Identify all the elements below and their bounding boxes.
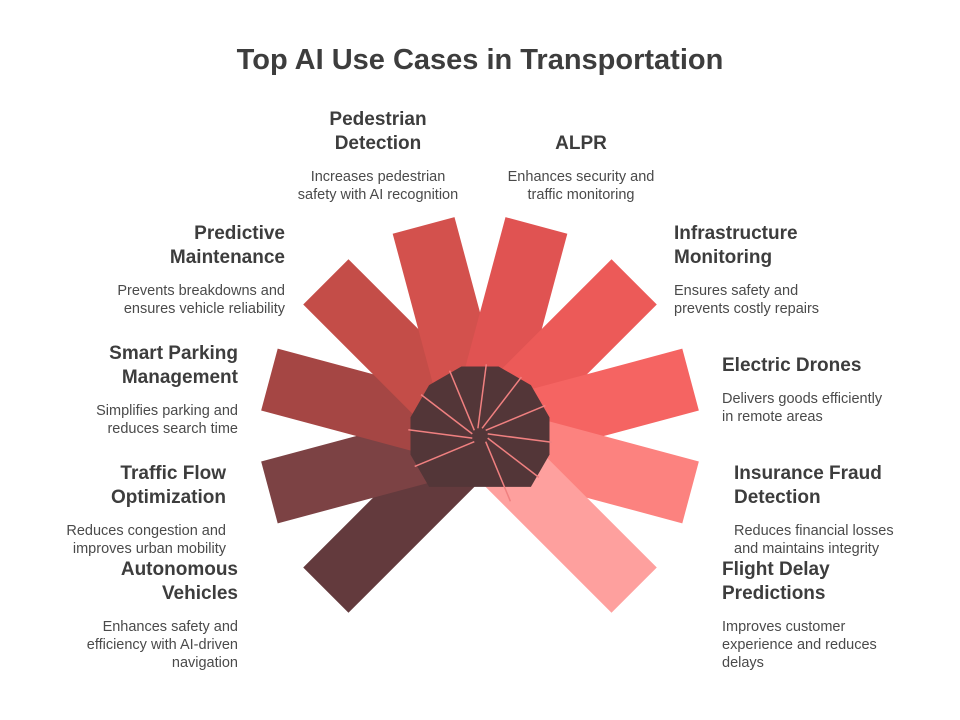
- page-title: Top AI Use Cases in Transportation: [236, 44, 724, 76]
- core-divider-line: [477, 364, 488, 429]
- use-case-title: Insurance Fraud Detection: [734, 463, 882, 508]
- core-divider-line: [414, 441, 475, 468]
- use-case-smart-parking-management: Smart Parking Management Simplifies park…: [96, 342, 238, 438]
- use-case-flight-delay-predictions: Flight Delay Predictions Improves custom…: [722, 558, 877, 672]
- use-case-description: Enhances security and traffic monitoring: [507, 169, 655, 203]
- core-divider-line: [408, 428, 473, 439]
- core-divider-line: [487, 437, 540, 478]
- use-case-electric-drones: Electric Drones Delivers goods efficient…: [722, 354, 882, 426]
- fan-blade-alpr: [458, 217, 568, 408]
- use-case-title: Electric Drones: [722, 355, 862, 376]
- use-case-title: Smart Parking Management: [109, 343, 238, 388]
- use-case-insurance-fraud-detection: Insurance Fraud Detection Reduces financ…: [734, 462, 894, 558]
- use-case-description: Enhances safety and efficiency with AI-d…: [86, 619, 238, 671]
- use-case-description: Prevents breakdowns and ensures vehicle …: [117, 283, 285, 317]
- core-divider-line: [448, 370, 475, 431]
- use-case-title: Pedestrian Detection: [329, 109, 427, 154]
- use-case-description: Reduces financial losses and maintains i…: [734, 523, 894, 557]
- use-case-title: Infrastructure Monitoring: [674, 223, 798, 268]
- core-divider-line: [481, 376, 522, 429]
- use-case-traffic-flow-optimization: Traffic Flow Optimization Reduces conges…: [66, 462, 226, 558]
- use-case-title: Flight Delay Predictions: [722, 559, 830, 604]
- use-case-infrastructure-monitoring: Infrastructure Monitoring Ensures safety…: [674, 222, 819, 318]
- use-case-description: Reduces congestion and improves urban mo…: [66, 523, 226, 557]
- use-case-description: Delivers goods efficiently in remote are…: [722, 391, 883, 425]
- use-case-title: Predictive Maintenance: [169, 223, 285, 268]
- use-case-description: Increases pedestrian safety with AI reco…: [297, 169, 459, 203]
- use-case-alpr: ALPR Enhances security and traffic monit…: [481, 132, 681, 204]
- core-divider-line: [485, 441, 512, 502]
- use-case-predictive-maintenance: Predictive Maintenance Prevents breakdow…: [117, 222, 285, 318]
- use-case-description: Ensures safety and prevents costly repai…: [674, 283, 820, 317]
- use-case-pedestrian-detection: Pedestrian Detection Increases pedestria…: [278, 108, 478, 204]
- use-case-description: Improves customer experience and reduces…: [722, 619, 877, 671]
- core-divider-line: [487, 433, 552, 444]
- use-case-title: ALPR: [555, 133, 607, 154]
- fan-blade-insurance-fraud-detection: [508, 414, 699, 524]
- use-case-autonomous-vehicles: Autonomous Vehicles Enhances safety and …: [87, 558, 238, 672]
- core-divider-line: [485, 404, 546, 431]
- core-divider-line: [420, 394, 473, 435]
- fan-blade-smart-parking-management: [261, 348, 452, 458]
- use-case-title: Autonomous Vehicles: [120, 559, 238, 604]
- use-case-description: Simplifies parking and reduces search ti…: [96, 403, 238, 437]
- use-case-title: Traffic Flow Optimization: [110, 463, 226, 508]
- fan-core: [410, 366, 550, 487]
